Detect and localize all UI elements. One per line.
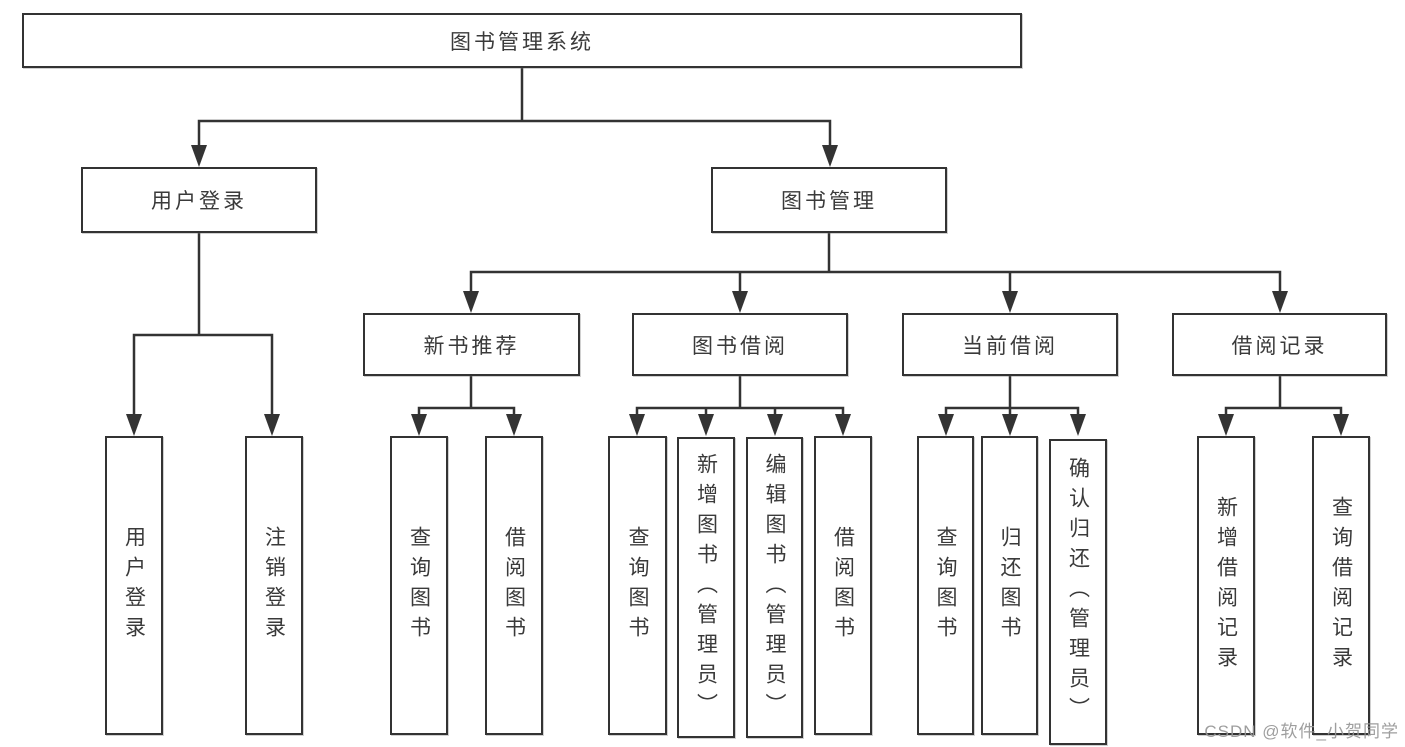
arrowhead-icon — [463, 291, 479, 313]
node-label: 新增借阅记录 — [1214, 495, 1238, 676]
node-user-login: 用户登录 — [81, 167, 317, 233]
node-leaf-recommend-query-books: 查询图书 — [390, 436, 448, 735]
node-leaf-current-return-books: 归还图书 — [981, 436, 1038, 735]
arrowhead-icon — [1333, 414, 1349, 436]
node-library-system: 图书管理系统 — [22, 13, 1022, 68]
node-label: 借阅图书 — [502, 525, 526, 646]
arrowhead-icon — [698, 414, 714, 436]
node-label: 注销登录 — [262, 525, 286, 646]
connector-root — [197, 68, 832, 151]
node-book-management: 图书管理 — [711, 167, 947, 233]
node-label: 查询借阅记录 — [1329, 495, 1353, 676]
node-label: 查询图书 — [934, 525, 957, 646]
csdn-watermark: CSDN @软件_小贺同学 — [1204, 722, 1399, 741]
arrowhead-icon — [126, 414, 142, 436]
node-current-borrow: 当前借阅 — [902, 313, 1118, 376]
node-label: 查询图书 — [407, 525, 431, 646]
node-label: 新书推荐 — [423, 334, 520, 358]
connector-borrow-records — [1224, 376, 1343, 420]
arrowhead-icon — [822, 145, 838, 167]
arrowhead-icon — [732, 291, 748, 313]
node-book-borrow: 图书借阅 — [632, 313, 848, 376]
arrowhead-icon — [191, 145, 207, 167]
node-label: 借阅图书 — [831, 525, 855, 646]
node-leaf-borrow-borrow-books: 借阅图书 — [814, 436, 872, 735]
arrowhead-icon — [1002, 414, 1018, 436]
node-new-book-recommend: 新书推荐 — [363, 313, 580, 376]
node-leaf-current-query-books: 查询图书 — [917, 436, 974, 735]
node-leaf-user-login: 用户登录 — [105, 436, 163, 735]
node-label: 图书管理 — [781, 190, 877, 213]
node-label: 用户登录 — [151, 190, 247, 213]
node-label: 确认归还（管理员） — [1066, 457, 1090, 727]
node-borrow-records: 借阅记录 — [1172, 313, 1387, 376]
node-label: 图书管理系统 — [450, 30, 594, 54]
node-label: 查询图书 — [626, 525, 649, 646]
node-leaf-borrow-query-books: 查询图书 — [608, 436, 667, 735]
node-label: 用户登录 — [122, 525, 146, 646]
connector-user-login — [132, 233, 274, 420]
node-leaf-records-query: 查询借阅记录 — [1312, 436, 1370, 735]
arrowhead-icon — [1218, 414, 1234, 436]
node-label: 归还图书 — [998, 525, 1021, 646]
node-leaf-current-confirm-return: 确认归还（管理员） — [1049, 439, 1107, 745]
arrowhead-icon — [264, 414, 280, 436]
node-leaf-borrow-edit-books: 编辑图书（管理员） — [746, 437, 803, 738]
connector-book-borrow — [635, 376, 845, 420]
node-label: 编辑图书（管理员） — [763, 452, 786, 723]
arrowhead-icon — [938, 414, 954, 436]
node-label: 新增图书（管理员） — [694, 452, 718, 723]
node-leaf-records-add: 新增借阅记录 — [1197, 436, 1255, 735]
arrowhead-icon — [1002, 291, 1018, 313]
arrowhead-icon — [835, 414, 851, 436]
arrowhead-icon — [411, 414, 427, 436]
node-label: 当前借阅 — [962, 334, 1058, 358]
connector-book-management — [469, 233, 1282, 296]
node-label: 图书借阅 — [692, 334, 788, 358]
arrowhead-icon — [1070, 414, 1086, 436]
node-leaf-borrow-add-books: 新增图书（管理员） — [677, 437, 735, 738]
arrowhead-icon — [1272, 291, 1288, 313]
connector-new-book-recommend — [417, 376, 516, 420]
connector-current-borrow — [944, 376, 1080, 420]
node-leaf-recommend-borrow-books: 借阅图书 — [485, 436, 543, 735]
arrowhead-icon — [629, 414, 645, 436]
arrowhead-icon — [767, 414, 783, 436]
node-label: 借阅记录 — [1231, 334, 1328, 358]
arrowhead-icon — [506, 414, 522, 436]
node-leaf-logout: 注销登录 — [245, 436, 303, 735]
